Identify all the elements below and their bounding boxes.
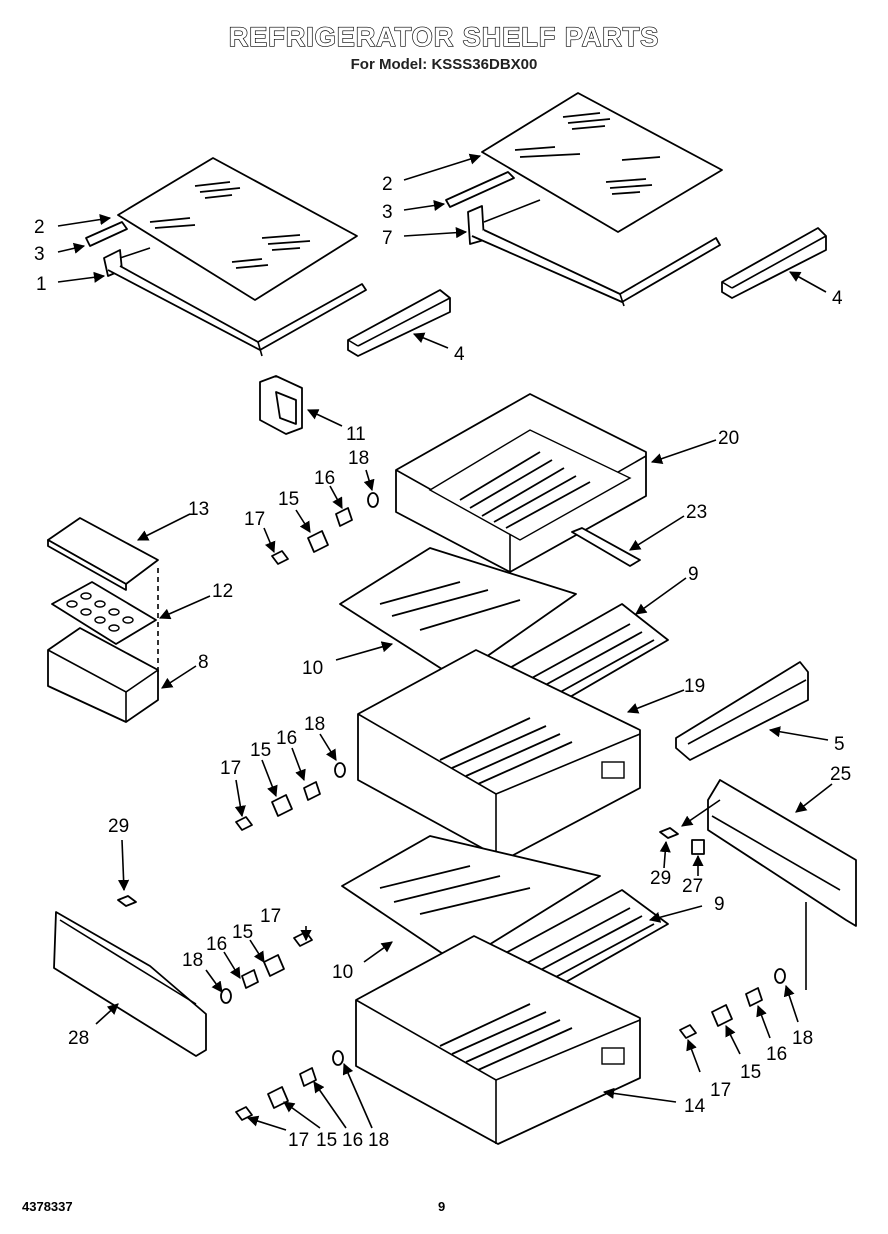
callout-3: 3 — [382, 202, 393, 223]
callout-12: 12 — [212, 581, 233, 602]
callout-17: 17 — [260, 906, 281, 927]
callout-2: 2 — [382, 174, 393, 195]
callout-15: 15 — [250, 740, 271, 761]
clip-27 — [691, 839, 705, 855]
screw-29-left — [117, 895, 137, 907]
callout-3: 3 — [34, 244, 45, 265]
callout-4: 4 — [454, 344, 465, 365]
egg-tray-12 — [51, 581, 157, 645]
leader-lines — [57, 153, 833, 1131]
crisper-cover-13 — [47, 517, 159, 591]
crisper-rail-5 — [675, 661, 809, 761]
hardware-set-a — [271, 492, 379, 565]
callout-27: 27 — [682, 876, 703, 897]
page-title: REFRIGERATOR SHELF PARTS — [228, 21, 660, 52]
callout-11: 11 — [346, 424, 366, 445]
callout-15: 15 — [740, 1062, 761, 1083]
callout-17: 17 — [244, 509, 265, 530]
callout-18: 18 — [368, 1130, 389, 1151]
callout-16: 16 — [206, 934, 227, 955]
shelf-endcap-right — [721, 227, 827, 299]
callout-2: 2 — [34, 217, 45, 238]
callout-18: 18 — [182, 950, 203, 971]
callout-17: 17 — [710, 1080, 731, 1101]
crisper-support-28 — [53, 911, 207, 1057]
crisper-support-25 — [707, 779, 857, 927]
callout-17: 17 — [220, 758, 241, 779]
screw-29-right — [659, 827, 679, 839]
callout-29: 29 — [650, 868, 671, 889]
callout-18: 18 — [348, 448, 369, 469]
dairy-bin-8 — [47, 627, 159, 723]
callout-15: 15 — [278, 489, 299, 510]
callout-29: 29 — [108, 816, 129, 837]
callout-25: 25 — [830, 764, 851, 785]
document-number: 4378337 — [22, 1199, 73, 1214]
crisper-drawer-14 — [355, 935, 641, 1145]
model-subtitle: For Model: KSSS36DBX00 — [350, 56, 538, 73]
crisper-glass-10-upper — [339, 547, 577, 679]
shelf-endcap-left — [347, 289, 451, 357]
callout-16: 16 — [314, 468, 335, 489]
callout-16: 16 — [766, 1044, 787, 1065]
callout-10: 10 — [332, 962, 353, 983]
crisper-drawer-19 — [357, 649, 641, 861]
meat-pan-20 — [395, 393, 647, 573]
callout-28: 28 — [68, 1028, 89, 1049]
hardware-set-e — [235, 1050, 344, 1121]
callout-20: 20 — [718, 428, 739, 449]
callout-15: 15 — [316, 1130, 337, 1151]
bracket-part-11 — [259, 375, 303, 435]
callout-23: 23 — [686, 502, 707, 523]
callout-19: 19 — [684, 676, 705, 697]
hardware-set-d — [679, 968, 786, 1039]
slide-rail-23 — [571, 527, 641, 567]
page-number: 9 — [438, 1199, 446, 1214]
callout-8: 8 — [198, 652, 209, 673]
callout-7: 7 — [382, 228, 393, 249]
callout-5: 5 — [834, 734, 845, 755]
callout-15: 15 — [232, 922, 253, 943]
callout-18: 18 — [792, 1028, 813, 1049]
shelf-frame-right — [467, 199, 721, 307]
hardware-set-b — [235, 762, 346, 831]
callout-18: 18 — [304, 714, 325, 735]
callout-14: 14 — [684, 1096, 706, 1117]
crisper-glass-10-lower — [341, 835, 601, 965]
shelf-trim-left — [85, 221, 128, 247]
callout-9: 9 — [714, 894, 725, 915]
callout-16: 16 — [342, 1130, 363, 1151]
callout-17: 17 — [288, 1130, 309, 1151]
callout-16: 16 — [276, 728, 297, 749]
shelf-frame-left — [103, 247, 367, 357]
shelf-trim-right — [445, 171, 515, 208]
glass-shelf-left — [117, 157, 358, 301]
callout-4: 4 — [832, 288, 843, 309]
glass-shelf-right — [481, 92, 723, 233]
callout-1: 1 — [36, 274, 47, 295]
callout-9: 9 — [688, 564, 699, 585]
callout-10: 10 — [302, 658, 323, 679]
callout-13: 13 — [188, 499, 209, 520]
